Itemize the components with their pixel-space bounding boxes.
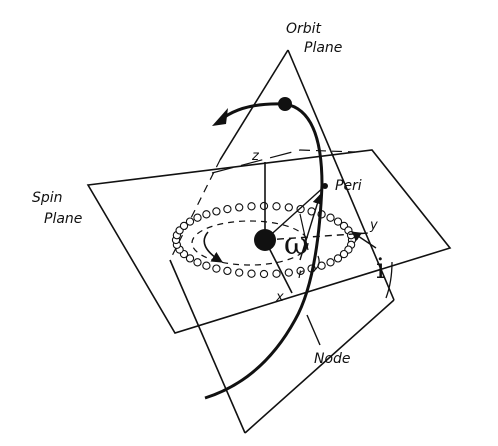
central-body <box>254 229 276 251</box>
bead <box>223 266 232 276</box>
bead <box>212 207 221 216</box>
bead <box>235 268 244 277</box>
orbiting-body <box>278 97 292 111</box>
bead <box>247 202 256 211</box>
bead <box>212 264 221 273</box>
bead <box>235 203 244 212</box>
spin-plane-label-line2: Plane <box>44 211 82 227</box>
y-axis-label: y <box>369 218 378 233</box>
bead <box>284 268 293 277</box>
inner-rotation-arrow <box>203 231 223 263</box>
x-axis-label: x <box>275 290 284 305</box>
inclination-label: i <box>376 252 385 285</box>
bead <box>202 261 211 270</box>
bead <box>333 254 343 263</box>
bead <box>326 213 335 222</box>
bead <box>193 213 202 222</box>
bead <box>333 217 343 226</box>
node-line <box>211 149 356 346</box>
inclination-arrow <box>351 231 377 249</box>
bead <box>272 202 281 211</box>
peri-label: Peri <box>335 178 362 194</box>
periapsis-vectors <box>264 183 328 261</box>
spin-plane <box>86 149 452 334</box>
bead <box>296 266 305 276</box>
bead <box>193 258 202 267</box>
z-axis-label: z <box>251 149 260 164</box>
orbit-plane <box>169 49 395 434</box>
inclination-arc <box>385 261 393 299</box>
omega-label: ω <box>284 227 308 262</box>
bead <box>296 204 305 214</box>
bead <box>202 210 211 219</box>
inner-dashed-ellipse <box>191 220 309 266</box>
bead <box>326 258 335 267</box>
orbit-plane-label-line1: Orbit <box>286 21 322 37</box>
y-axis <box>264 232 369 241</box>
bead <box>185 217 195 226</box>
bead <box>339 249 349 259</box>
bead <box>223 204 232 214</box>
r-label: r <box>298 267 305 282</box>
spin-plane-label-line1: Spin <box>32 190 63 206</box>
r-arc <box>311 255 320 273</box>
bead <box>179 221 189 231</box>
bead <box>272 269 281 278</box>
periapsis-point <box>322 183 328 189</box>
bead <box>259 269 269 279</box>
bead <box>284 203 293 212</box>
bead <box>247 269 256 278</box>
bead <box>185 254 195 263</box>
node-label: Node <box>314 351 351 367</box>
orbit-plane-label-line2: Plane <box>304 40 342 56</box>
orbit-rotation-arrowhead <box>212 108 228 126</box>
bead <box>259 201 269 211</box>
